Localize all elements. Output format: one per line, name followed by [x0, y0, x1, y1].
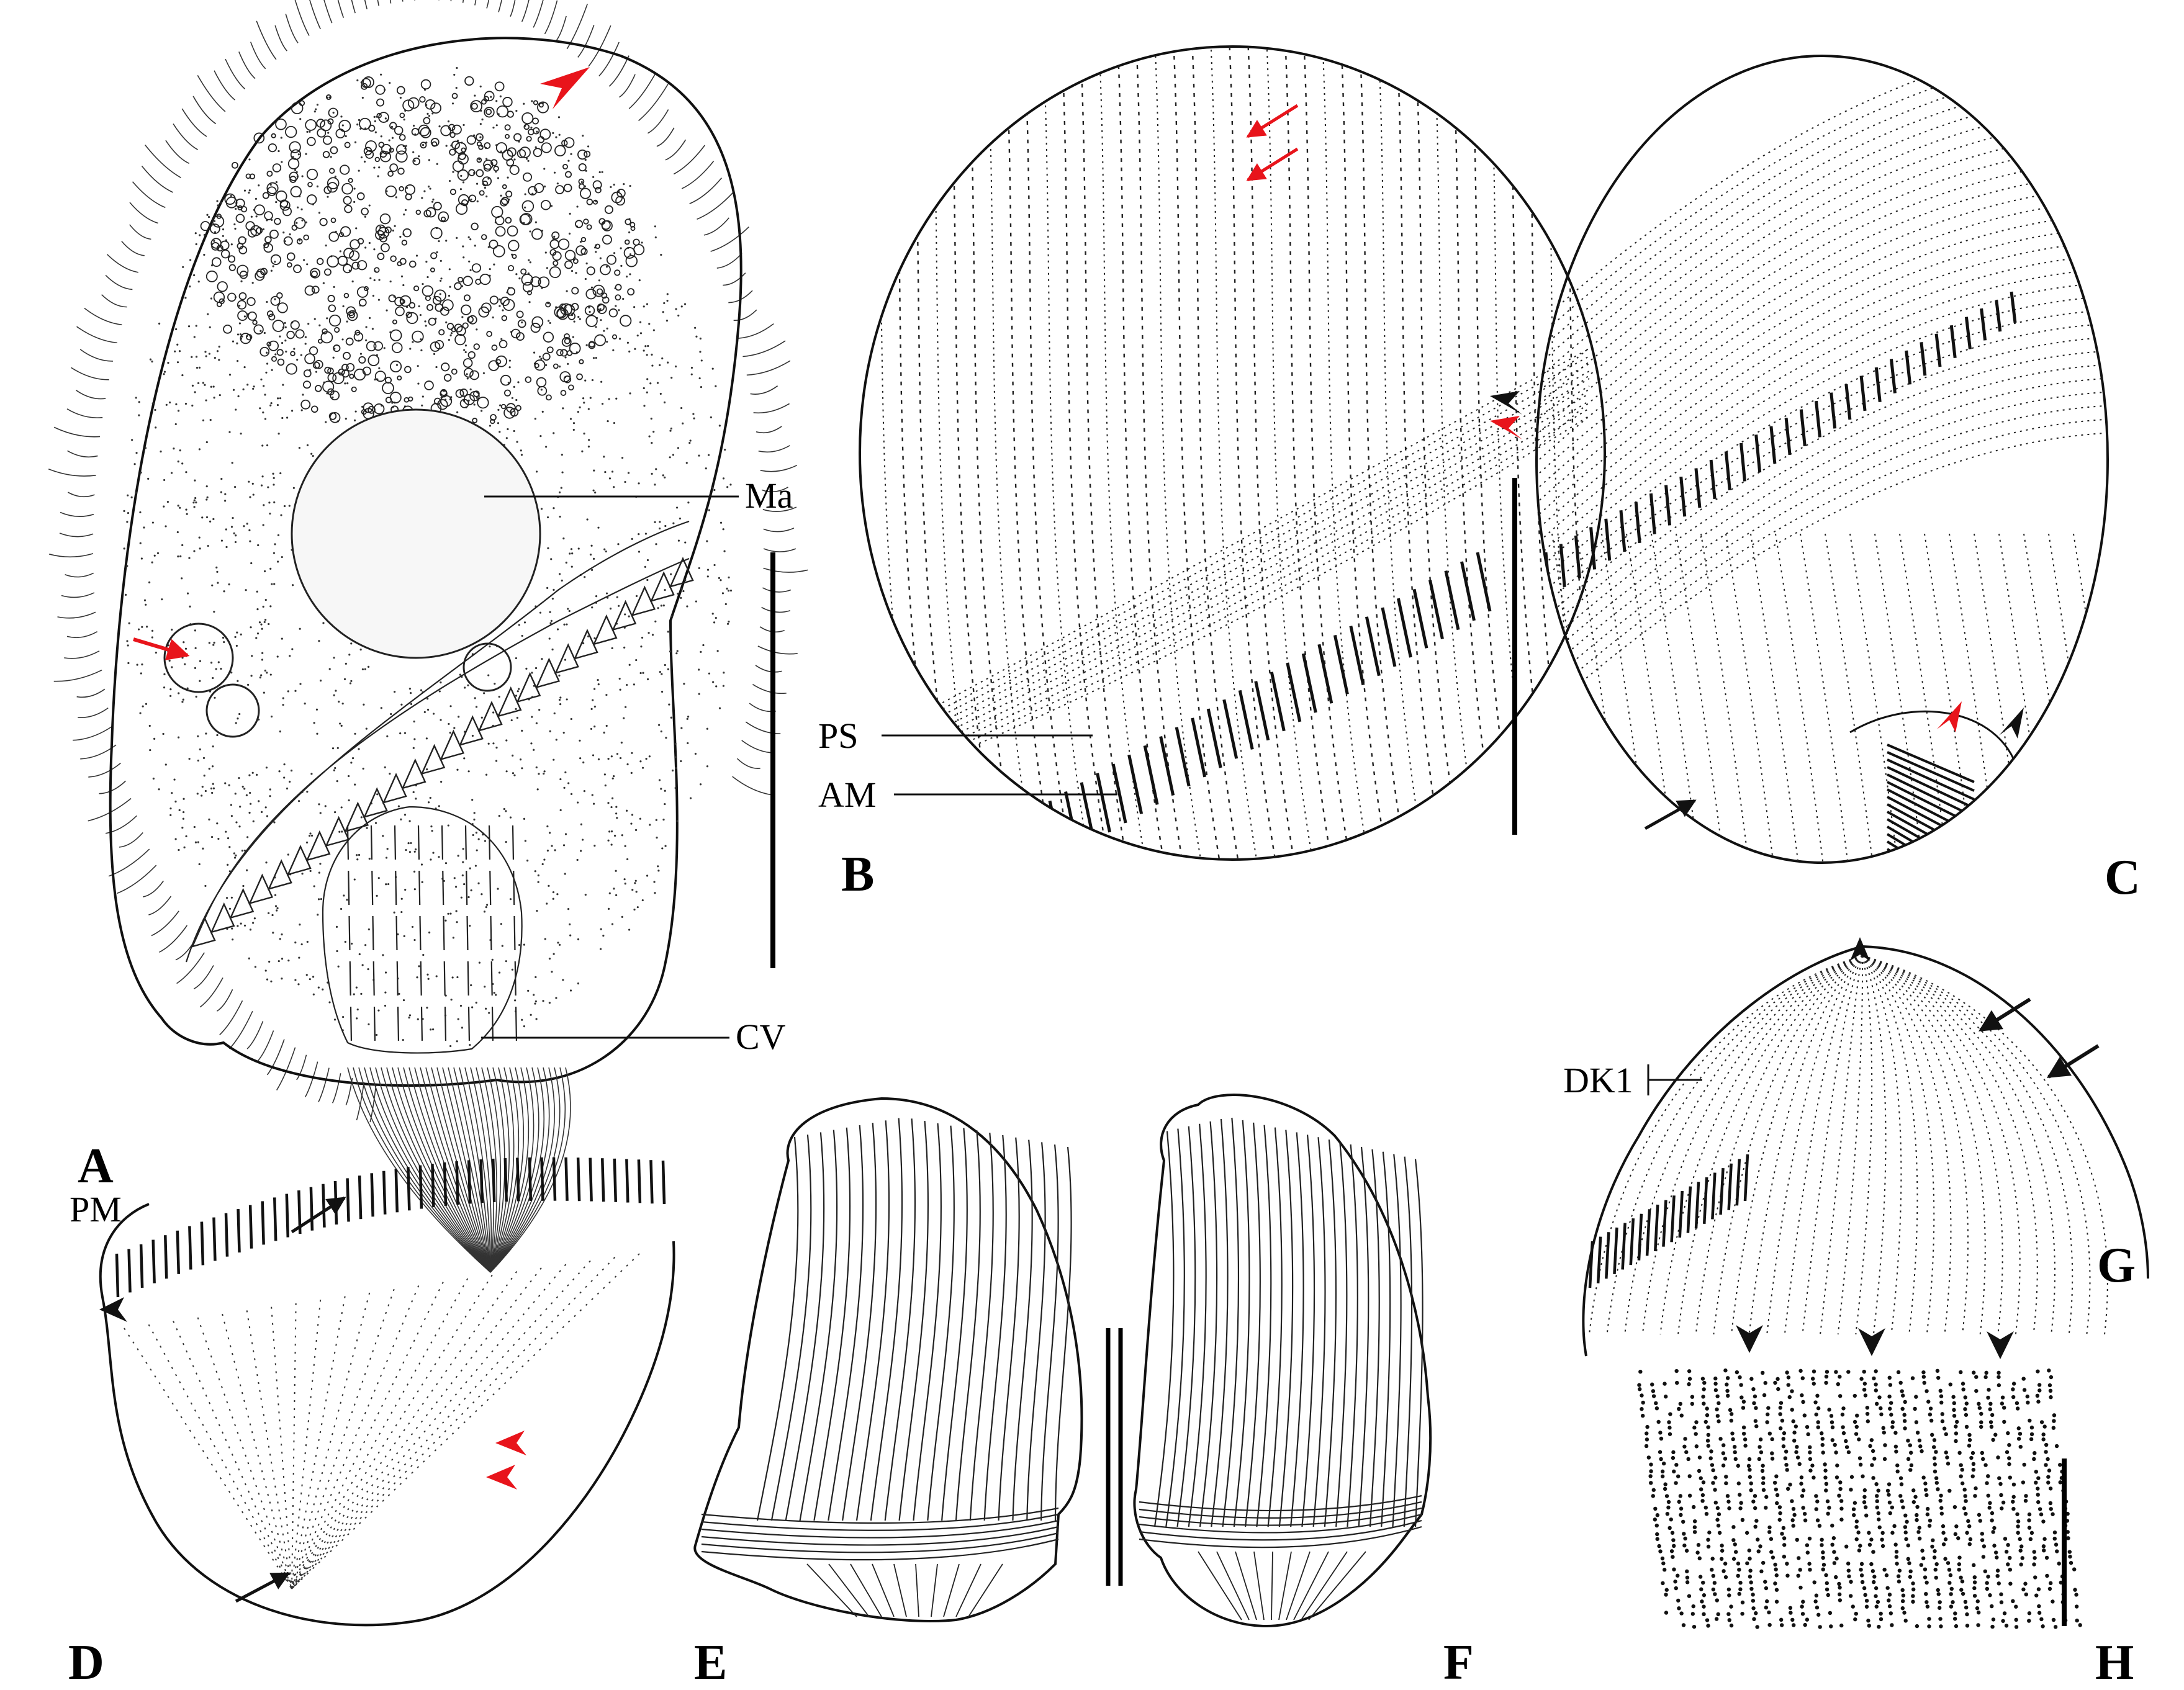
label-dk1: DK1	[1563, 1060, 1633, 1100]
granule-cluster-a	[200, 76, 645, 426]
food-vacuole-a-3	[463, 642, 512, 692]
black-arrow-g-1	[1978, 997, 2031, 1032]
red-arrowhead-d-1	[495, 1431, 526, 1455]
cell-outline-g	[1582, 945, 2149, 1357]
kineties-g	[1589, 955, 2108, 1335]
panel-c: C	[1512, 55, 2141, 905]
panel-letter-b: B	[841, 847, 874, 902]
black-arrowhead-h-2	[1858, 1328, 1885, 1356]
panel-letter-h: H	[2095, 1635, 2134, 1690]
label-ma: Ma	[745, 475, 793, 516]
cell-outline-f	[1133, 1094, 1432, 1628]
food-vacuole-a-2	[205, 683, 260, 738]
label-ps: PS	[818, 716, 859, 756]
label-am: AM	[818, 775, 876, 815]
panel-a: Ma CV A	[48, 0, 808, 1273]
red-arrow-a	[133, 637, 190, 660]
caudal-cilia-a	[347, 1067, 571, 1273]
black-arrowhead-g	[1850, 937, 1870, 961]
adoral-membranelles-g	[1588, 1154, 1749, 1288]
oral-membranelles-a	[191, 557, 694, 948]
black-arrow-g-2	[2046, 1044, 2100, 1079]
panel-letter-g: G	[2097, 1238, 2136, 1293]
black-arrowhead-c	[1999, 708, 2024, 739]
red-arrowhead-a	[540, 67, 590, 109]
oral-field-c	[1849, 710, 2022, 863]
paroral-bands-b	[887, 348, 1590, 783]
cell-outline-b	[859, 45, 1606, 861]
ribs-f	[1139, 1117, 1424, 1620]
panel-letter-f: F	[1443, 1635, 1474, 1690]
kineties-d	[124, 1253, 640, 1589]
kineties-b	[875, 47, 1605, 860]
cell-outline-e	[693, 1097, 1083, 1622]
black-arrowhead-d	[99, 1297, 127, 1322]
panel-letter-e: E	[694, 1635, 727, 1690]
panel-b: PS AM B	[818, 45, 1606, 902]
panel-g: DK1 G	[1563, 937, 2149, 1357]
label-pm: PM	[70, 1189, 122, 1229]
black-arrowhead-h-3	[1987, 1331, 2014, 1359]
panel-h: H	[1637, 1325, 2134, 1690]
cv-canals-a	[346, 825, 518, 1043]
panel-letter-c: C	[2105, 850, 2141, 905]
food-vacuole-a	[163, 623, 234, 693]
red-arrowhead-b	[1490, 416, 1522, 439]
adoral-membranelles-d	[115, 1157, 666, 1298]
macronucleus-a	[291, 408, 541, 659]
black-arrow-d	[235, 1571, 291, 1603]
ribs-e	[701, 1118, 1072, 1617]
red-arrow-b-2	[1246, 147, 1299, 182]
black-arrow-c	[1644, 799, 1697, 830]
panel-letter-a: A	[78, 1139, 114, 1193]
panel-letter-d: D	[68, 1635, 104, 1690]
cell-outline-a	[109, 37, 742, 1087]
red-arrowhead-d-2	[486, 1465, 517, 1490]
cell-outline-c	[1535, 55, 2109, 864]
label-cv: CV	[736, 1017, 786, 1057]
panel-f: F	[1133, 1094, 1474, 1690]
contractile-vacuole-a	[322, 806, 523, 1054]
panel-e: E	[693, 1097, 1083, 1690]
black-arrowhead-h-1	[1736, 1325, 1763, 1353]
red-arrow-b-1	[1246, 104, 1299, 138]
black-arrowhead-b	[1490, 391, 1522, 415]
basal-body-field-h	[1637, 1368, 2082, 1629]
red-arrowhead-c	[1937, 701, 1962, 732]
panel-d: PM D	[68, 1157, 675, 1690]
cell-outline-d	[99, 1203, 675, 1627]
